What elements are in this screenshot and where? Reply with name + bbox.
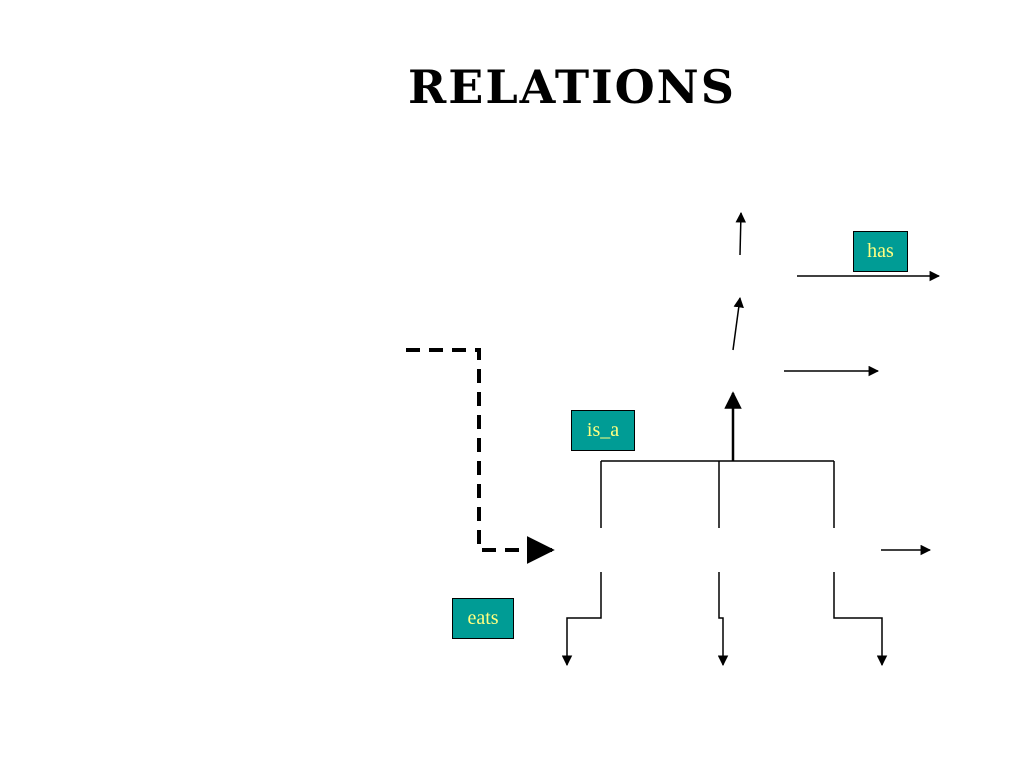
arrow-eats-middle [717,572,729,667]
label-is-a-text: is_a [586,419,620,441]
slide-title: RELATIONS [408,60,736,114]
arrow-eats-left [561,572,602,667]
label-eats-text: eats [467,607,499,629]
arrow-eats-right [833,572,888,667]
label-is-a: is_a [571,410,635,451]
arrow-top-up [735,211,747,256]
label-has-text: has [867,240,894,262]
dashed-connector [406,348,555,564]
label-eats: eats [452,598,514,639]
label-has: has [853,231,908,272]
arrow-slanted-up [732,296,744,351]
